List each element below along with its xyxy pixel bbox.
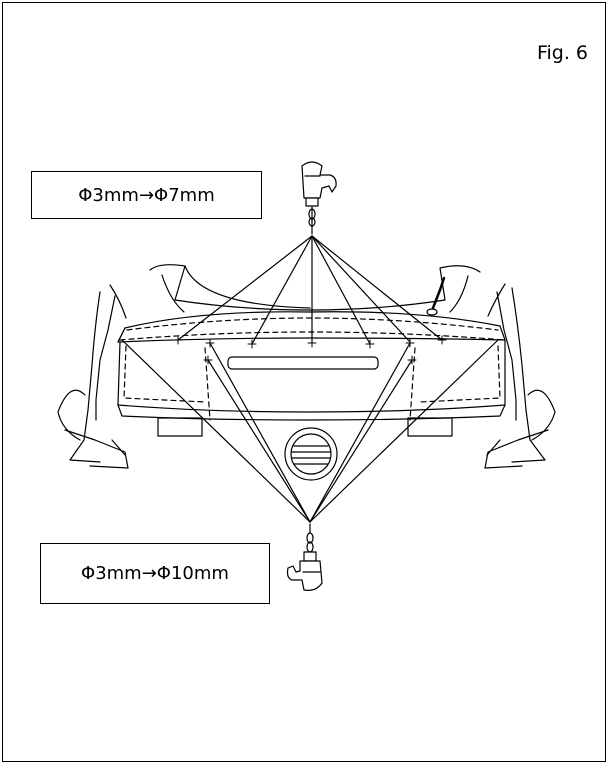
drill-size-lower-text: Φ3mm→Φ10mm xyxy=(81,563,229,584)
drill-size-upper-text: Φ3mm→Φ7mm xyxy=(78,184,215,206)
hole-markers xyxy=(173,335,447,365)
drill-size-callout-lower: Φ3mm→Φ10mm xyxy=(40,543,270,604)
upper-leader-lines xyxy=(177,235,443,345)
drill-icon-top xyxy=(301,161,337,235)
drill-icon-bottom xyxy=(286,523,323,591)
lower-leader-lines xyxy=(121,339,499,523)
drill-size-callout-upper: Φ3mm→Φ7mm xyxy=(31,171,262,219)
vehicle-outline xyxy=(57,264,556,481)
figure-label: Fig. 6 xyxy=(536,42,588,64)
